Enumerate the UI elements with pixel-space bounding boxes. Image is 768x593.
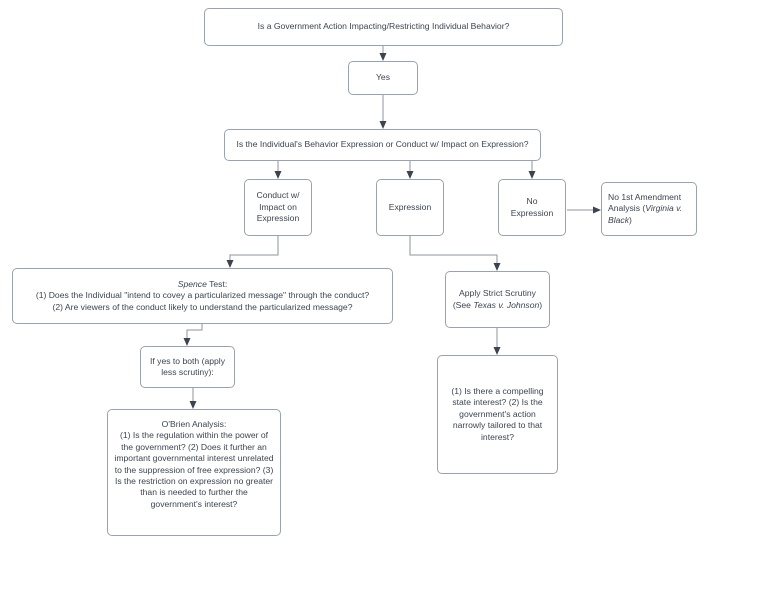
node-no-first-amendment-case: Virginia v. Black — [608, 203, 683, 225]
node-obrien-analysis-heading: O'Brien Analysis: — [161, 419, 227, 429]
node-root-question[interactable]: Is a Government Action Impacting/Restric… — [204, 8, 563, 46]
node-obrien-analysis-item3: (3) Is the restriction on expression no … — [114, 464, 274, 509]
node-root-question-label: Is a Government Action Impacting/Restric… — [257, 21, 510, 32]
node-spence-test-label: Spence Test: (1) Does the Individual "in… — [19, 279, 386, 313]
node-spence-test-item2: (2) Are viewers of the conduct likely to… — [52, 301, 353, 312]
node-strict-scrutiny-line2-suffix: ) — [539, 299, 543, 310]
node-obrien-analysis-item1: (1) Is the regulation within the power o… — [119, 430, 269, 452]
node-strict-scrutiny-case: Texas v. Johnson — [473, 299, 540, 310]
node-conduct-label: Conduct w/ Impact on Expression — [251, 190, 305, 224]
arrowhead-root-to-yes — [379, 53, 387, 61]
node-strict-scrutiny-line2-prefix: (See — [452, 299, 474, 310]
arrowhead-if-yes-to-obrien — [189, 401, 197, 409]
node-behavior-question[interactable]: Is the Individual's Behavior Expression … — [224, 129, 541, 161]
arrowhead-behavior-to-no-expression — [528, 171, 536, 179]
node-obrien-analysis-label: O'Brien Analysis: (1) Is the regulation … — [114, 419, 274, 510]
arrowhead-no-expression-to-no-analysis — [593, 206, 601, 214]
node-conduct-line2: Impact on — [259, 201, 297, 212]
node-behavior-question-line1: Is the Individual's Behavior Expression … — [236, 139, 479, 150]
node-spence-test-heading-italic: Spence — [177, 278, 207, 289]
node-spence-test-item1: (1) Does the Individual "intend to covey… — [35, 290, 370, 301]
node-strict-scrutiny-line1: Apply Strict Scrutiny — [459, 288, 536, 299]
connector-spence-to-if-yes — [186, 324, 203, 339]
node-obrien-analysis[interactable]: O'Brien Analysis: (1) Is the regulation … — [107, 409, 281, 536]
node-strict-scrutiny-tests-item1: (1) Is there a compelling state interest… — [451, 385, 544, 408]
node-spence-test[interactable]: Spence Test: (1) Does the Individual "in… — [12, 268, 393, 324]
node-expression[interactable]: Expression — [376, 179, 444, 236]
node-if-yes-both-line2: less scrutiny): — [161, 367, 214, 377]
node-obrien-analysis-item2: (2) Does it further an important governm… — [114, 441, 274, 475]
node-if-yes-both-line1: If yes to both (apply — [150, 355, 225, 366]
arrowhead-expression-to-strict-scrutiny — [493, 263, 501, 271]
node-expression-label: Expression — [388, 201, 432, 212]
node-no-expression-label: No Expression — [505, 196, 559, 219]
arrowhead-yes-to-behavior — [379, 121, 387, 129]
node-behavior-question-line2: Expression? — [481, 139, 529, 150]
arrowhead-behavior-to-expression — [406, 171, 414, 179]
node-if-yes-both-label: If yes to both (apply less scrutiny): — [147, 356, 228, 379]
node-no-first-amendment[interactable]: No 1st Amendment Analysis (Virginia v. B… — [601, 182, 697, 236]
node-no-first-amendment-prefix: No 1st Amendment Analysis ( — [608, 191, 682, 214]
node-no-expression[interactable]: No Expression — [498, 179, 566, 236]
node-no-first-amendment-label: No 1st Amendment Analysis (Virginia v. B… — [608, 192, 690, 226]
node-yes-label: Yes — [375, 72, 391, 83]
arrowhead-strict-scrutiny-to-tests — [493, 347, 501, 355]
node-conduct-line1: Conduct w/ — [256, 190, 300, 201]
connector-expression-to-strict-scrutiny — [409, 236, 498, 264]
node-strict-scrutiny-tests-item2: (2) Is the government's action narrowly … — [452, 397, 543, 442]
node-strict-scrutiny-tests-label: (1) Is there a compelling state interest… — [444, 386, 551, 443]
node-strict-scrutiny-tests[interactable]: (1) Is there a compelling state interest… — [437, 355, 558, 474]
node-conduct-line3: Expression — [256, 213, 300, 224]
node-no-expression-line2: Expression — [510, 207, 554, 218]
arrowhead-spence-to-if-yes — [183, 338, 191, 346]
node-spence-test-heading-rest: Test: — [206, 278, 228, 289]
node-strict-scrutiny[interactable]: Apply Strict Scrutiny (See Texas v. John… — [445, 271, 550, 328]
node-strict-scrutiny-label: Apply Strict Scrutiny (See Texas v. John… — [452, 288, 543, 311]
node-yes[interactable]: Yes — [348, 61, 418, 95]
arrowhead-conduct-to-spence — [226, 260, 234, 268]
node-conduct[interactable]: Conduct w/ Impact on Expression — [244, 179, 312, 236]
connector-conduct-to-spence — [229, 236, 279, 261]
node-if-yes-both[interactable]: If yes to both (apply less scrutiny): — [140, 346, 235, 388]
node-behavior-question-label: Is the Individual's Behavior Expression … — [231, 139, 534, 150]
node-no-first-amendment-suffix: ) — [629, 214, 632, 225]
arrowhead-behavior-to-conduct — [274, 171, 282, 179]
node-no-expression-line1: No — [526, 196, 538, 207]
